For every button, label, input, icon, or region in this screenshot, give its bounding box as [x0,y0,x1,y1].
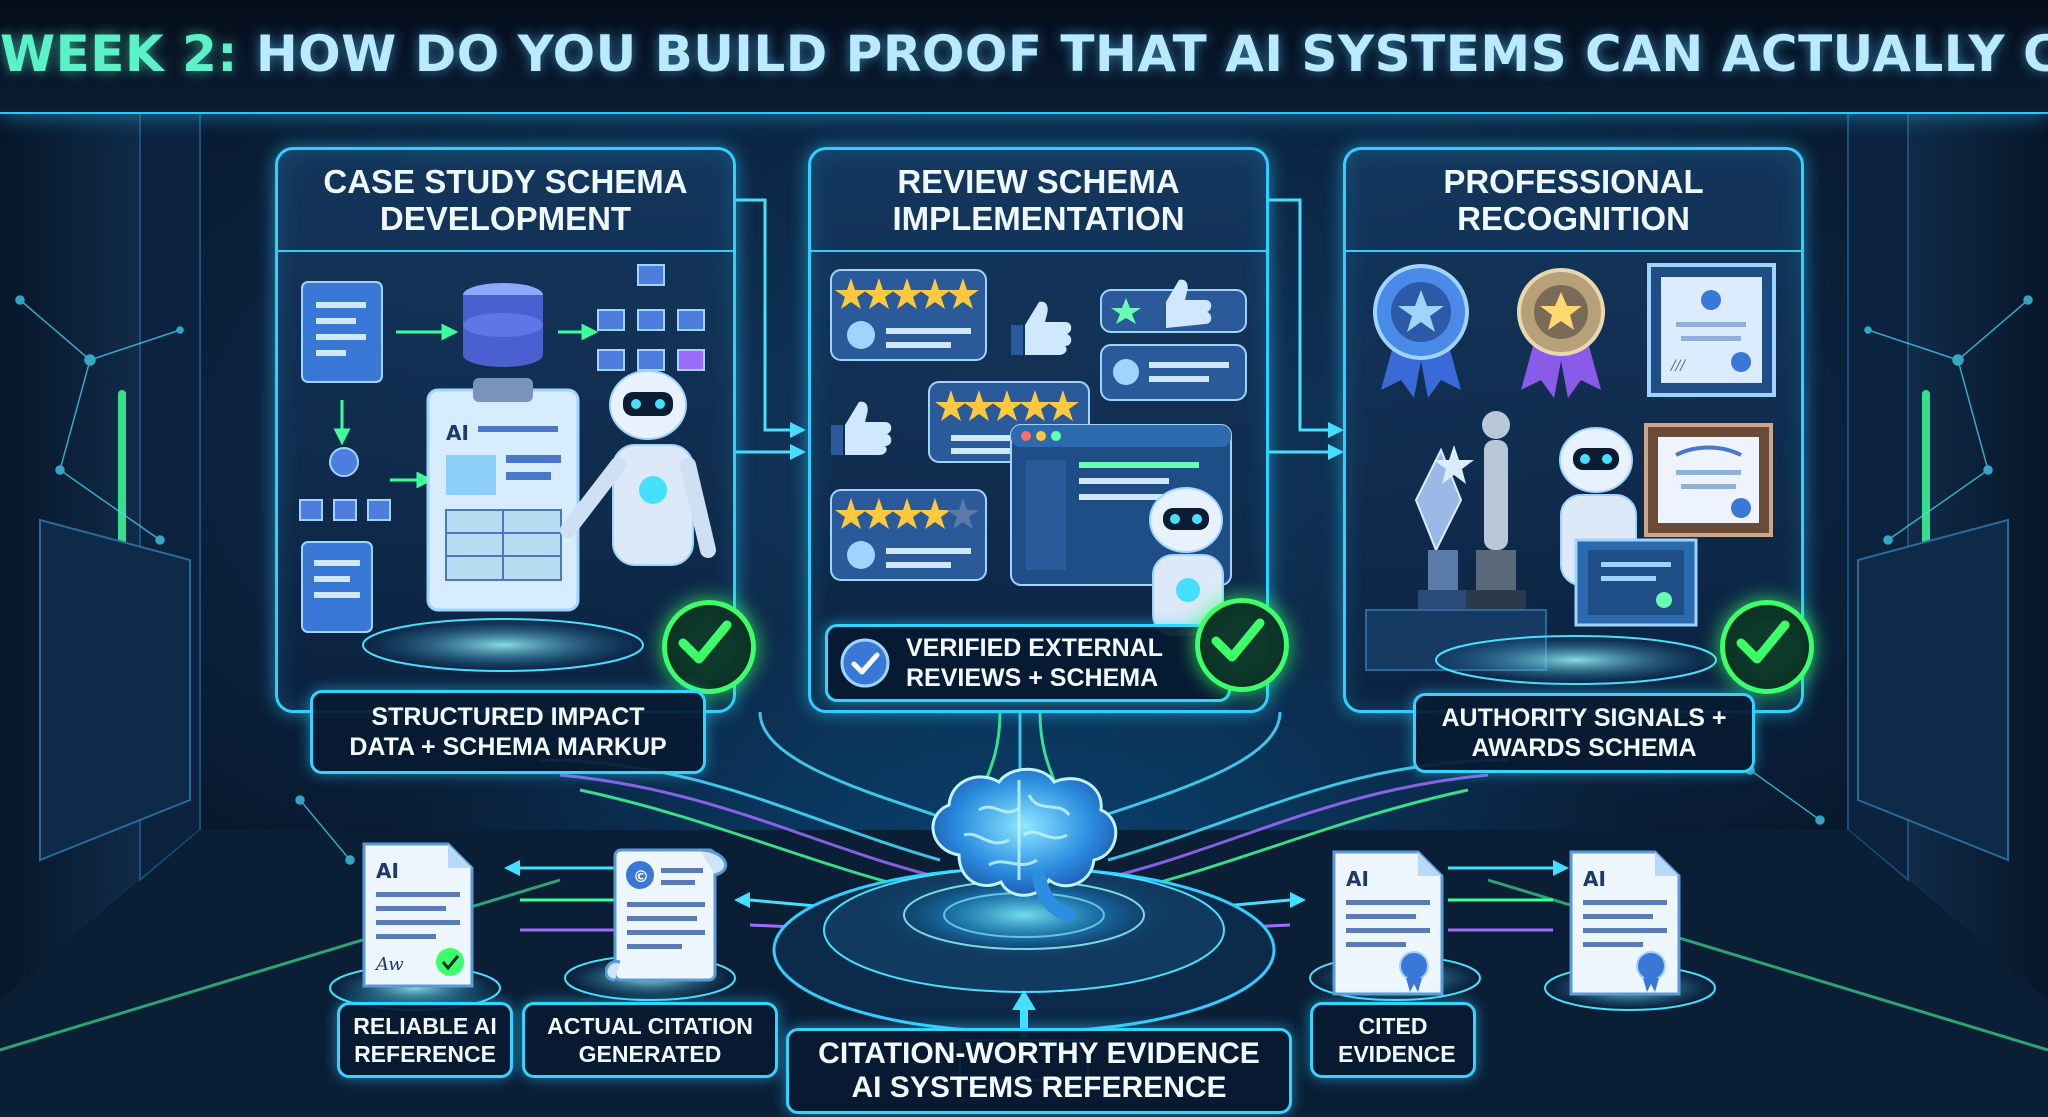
label-text: Structured Impact Data + Schema Markup [349,703,667,761]
panel-header: Case Study Schema Development [278,150,733,252]
title-week: WEEK 2: [0,25,238,83]
star-rating-icon [830,489,987,581]
title-bar: WEEK 2: HOW DO YOU BUILD PROOF THAT AI S… [0,0,2048,114]
signature-text: Aw [374,954,404,975]
title-question: HOW DO YOU BUILD PROOF THAT AI SYSTEMS C… [255,25,2048,83]
clipboard-ai-tag: AI [446,421,469,445]
page-title: WEEK 2: HOW DO YOU BUILD PROOF THAT AI S… [0,22,2048,86]
scroll-icon: © [605,848,728,982]
recognition-illustration: /// [1365,263,1776,685]
label-text: Verified External Reviews + Schema [906,634,1163,692]
panel-label-verified-reviews: Verified External Reviews + Schema [825,624,1231,702]
document-icon [301,281,383,383]
doc-ai-tag: AI [376,859,399,883]
ai-document-icon: AI [1332,850,1444,996]
panel-label-impact-data: Structured Impact Data + Schema Markup [310,690,706,774]
panel-title: Professional Recognition [1443,163,1704,237]
panel-header: Review Schema Implementation [811,150,1266,252]
certificate-icon [1574,538,1698,627]
doc-ai-tag: AI [1346,867,1369,891]
star-rating-icon [1100,279,1247,333]
thumbs-up-icon [1011,301,1072,355]
label-text: Actual Citation Generated [547,1013,753,1067]
flowchart-small-icon [299,447,391,521]
ai-document-icon: AI [1569,850,1681,996]
statuette-icon [1466,411,1526,610]
svg-text:///: /// [1669,358,1686,374]
panel-professional-recognition: Professional Recognition [1343,147,1804,713]
label-text: Cited Evidence [1338,1013,1456,1067]
label-text: Authority Signals + Awards Schema [1441,704,1727,762]
review-card-icon [1100,344,1247,401]
database-icon [463,283,543,367]
certificate-icon: /// [1647,263,1776,397]
output-label-actual-citation: Actual Citation Generated [522,1002,778,1078]
award-ribbon-icon [1373,264,1469,398]
output-label-citation-worthy-evidence: Citation-Worthy Evidence AI Systems Refe… [786,1028,1292,1114]
panel-review-schema: Review Schema Implementation [808,147,1269,713]
panel-label-authority-signals: Authority Signals + Awards Schema [1413,693,1755,773]
brain-icon [931,767,1118,922]
star-rating-icon [830,269,987,361]
award-ribbon-icon [1517,268,1605,398]
certificate-icon [1644,423,1773,537]
output-label-reliable-ai-reference: Reliable AI Reference [337,1002,513,1078]
case-study-illustration: AI [299,264,716,672]
clipboard-icon: AI [426,378,580,612]
verified-badge-icon [840,638,890,688]
document-icon [301,541,373,633]
label-text: Reliable AI Reference [353,1013,497,1067]
output-label-cited-evidence: Cited Evidence [1310,1002,1476,1078]
panel-title: Review Schema Implementation [892,163,1185,237]
label-text: Citation-Worthy Evidence AI Systems Refe… [818,1037,1260,1104]
review-illustration [830,269,1247,636]
flowchart-icon [597,264,705,371]
check-icon [662,600,756,694]
panel-title: Case Study Schema Development [323,163,688,237]
ai-document-icon: AI Aw [362,842,474,988]
thumbs-up-icon [831,401,892,455]
robot-icon [560,370,716,566]
panel-header: Professional Recognition [1346,150,1801,252]
trophy-icon [1414,445,1474,610]
svg-text:©: © [633,867,649,886]
check-icon [1720,600,1814,694]
doc-ai-tag: AI [1583,867,1606,891]
check-icon [1195,598,1289,692]
